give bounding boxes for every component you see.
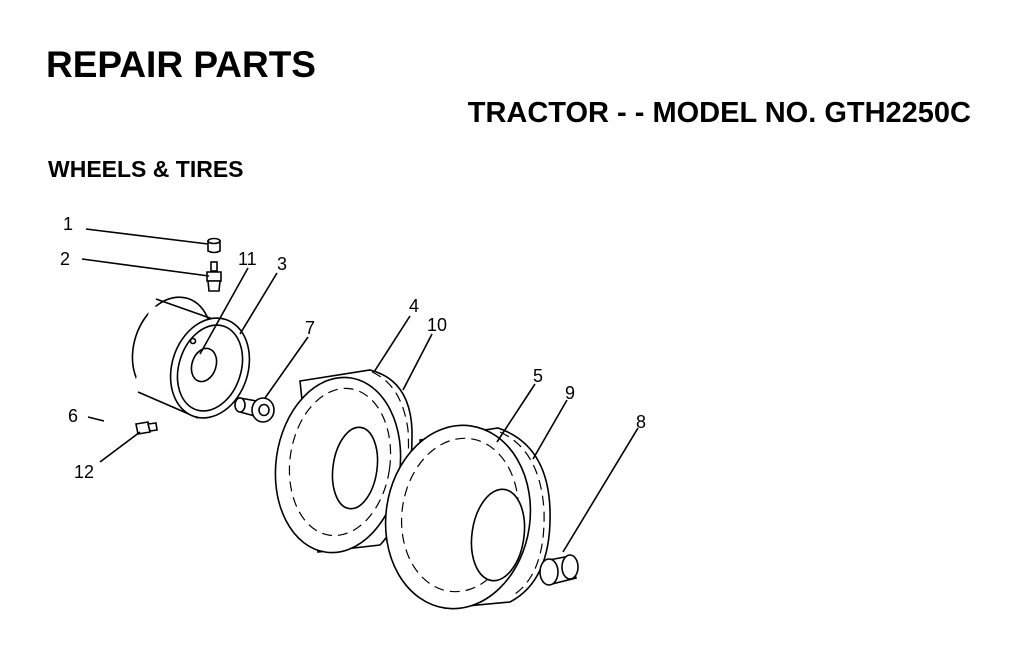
rear-bushing-part [539,554,579,586]
callout-6: 6 [68,406,78,426]
leader-lines [81,228,639,553]
callout-3: 3 [277,254,287,274]
wheel-spacer-part [234,397,275,423]
bolt-part [135,421,158,435]
section-heading: WHEELS & TIRES [48,156,244,182]
callout-10: 10 [427,315,447,335]
callout-5: 5 [533,366,543,386]
valve-stem-part [206,261,222,292]
callout-9: 9 [565,383,575,403]
callout-8: 8 [636,412,646,432]
wheel-rim-part [131,296,251,420]
rear-tire-part [384,424,551,610]
page-title: REPAIR PARTS [46,44,316,85]
valve-cap-part [207,237,221,254]
front-tire-part [274,369,413,554]
callout-4: 4 [409,296,419,316]
callout-7: 7 [305,318,315,338]
callout-11: 11 [238,249,257,269]
callout-12: 12 [74,462,94,482]
callout-1: 1 [63,214,73,234]
callout-2: 2 [60,249,70,269]
model-subtitle: TRACTOR - - MODEL NO. GTH2250C [467,97,971,129]
